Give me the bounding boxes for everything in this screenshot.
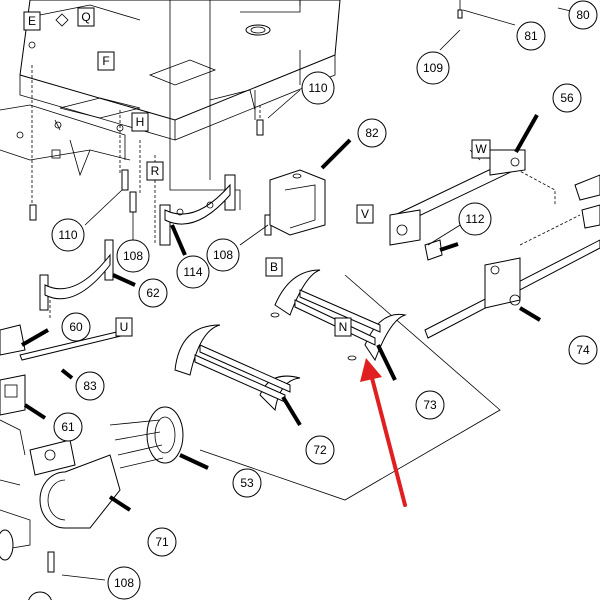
callout-56: 56 [552,83,582,113]
svg-text:H: H [136,115,145,129]
box-label-h: H [131,112,149,132]
box-label-v: V [356,204,374,224]
part-56-rod [389,149,526,261]
red-highlight-arrow [360,358,407,507]
left-parts [0,324,126,456]
svg-text:V: V [361,207,369,221]
svg-text:60: 60 [69,320,83,334]
bold-leaders [21,114,542,512]
part-53-cylinder [109,406,184,469]
svg-text:108: 108 [114,576,134,590]
bracket-62 [39,239,114,311]
callout-53: 53 [232,468,262,498]
svg-text:R: R [151,164,160,178]
screws [29,0,463,573]
svg-text:U: U [120,320,129,334]
dashed-region-outline [199,274,501,501]
svg-text:B: B [270,260,278,274]
callout-114: 114 [176,255,210,289]
svg-text:N: N [339,320,348,334]
svg-text:71: 71 [155,535,169,549]
thin-leaders [61,7,576,581]
callout-61: 61 [53,412,83,442]
svg-text:109: 109 [423,61,443,75]
callout-74: 74 [568,335,598,365]
part-82 [269,169,326,236]
callout-partial-bottom [27,591,53,605]
svg-text:82: 82 [365,126,379,140]
part-73-roll-guide [270,269,407,362]
callout-108-a: 108 [116,239,150,273]
box-label-u: U [115,317,133,337]
svg-text:81: 81 [524,29,538,43]
box-label-w: W [471,139,491,159]
svg-text:108: 108 [213,248,233,262]
svg-text:108: 108 [123,249,143,263]
svg-text:110: 110 [308,81,327,95]
callout-110-top: 110 [301,71,335,105]
callout-73: 73 [415,390,445,420]
svg-text:53: 53 [240,476,254,490]
callout-60: 60 [61,312,91,342]
box-label-r: R [146,161,164,181]
callout-112: 112 [458,202,492,236]
callout-62: 62 [138,278,168,308]
svg-text:Q: Q [81,10,90,24]
svg-text:83: 83 [83,379,97,393]
box-label-q: Q [55,7,95,27]
svg-text:E: E [28,14,36,28]
svg-text:62: 62 [146,286,160,300]
bracket-114 [159,174,236,246]
part-74-rod [424,174,600,339]
svg-text:F: F [102,54,109,68]
part-71-housing [0,439,121,561]
svg-text:110: 110 [58,228,77,242]
callout-81: 81 [516,21,546,51]
callout-110-left: 110 [51,218,85,252]
callout-80: 80 [568,0,598,30]
callout-108-c: 108 [107,566,141,600]
svg-text:56: 56 [560,91,574,105]
callout-71: 71 [147,527,177,557]
callout-108-b: 108 [206,238,240,272]
svg-text:80: 80 [576,8,590,22]
box-label-f: F [97,51,115,71]
svg-text:W: W [475,142,487,156]
box-label-n: N [334,317,352,337]
callout-83: 83 [75,371,105,401]
callout-82: 82 [357,118,387,148]
svg-text:73: 73 [423,398,437,412]
top-tray-assembly [0,0,341,210]
box-label-e: E [23,11,41,49]
svg-text:112: 112 [465,212,484,226]
box-label-b: B [265,257,283,277]
callout-109: 109 [416,51,450,85]
svg-text:114: 114 [183,265,202,279]
part-72-roll-guide [174,324,301,412]
svg-text:74: 74 [576,343,590,357]
svg-text:61: 61 [61,420,75,434]
svg-text:72: 72 [313,443,327,457]
callout-72: 72 [305,435,335,465]
